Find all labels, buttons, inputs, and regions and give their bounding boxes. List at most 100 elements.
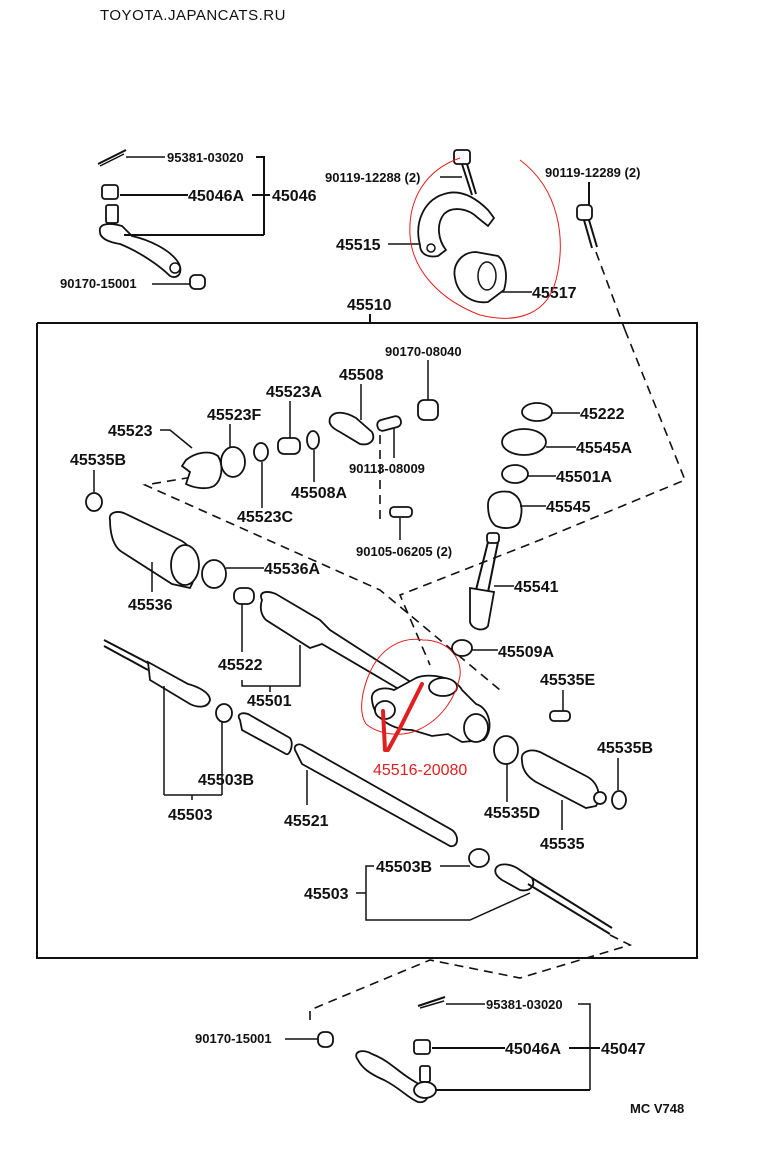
part-label-45508[interactable]: 45508 bbox=[339, 367, 384, 384]
bracket-line bbox=[241, 645, 301, 687]
diagram-code: MC V748 bbox=[630, 1101, 684, 1116]
bracket-line bbox=[578, 1003, 591, 1090]
clip-icon bbox=[611, 790, 627, 810]
bolt-icon bbox=[389, 506, 413, 518]
part-label-90170-15001-bottom[interactable]: 90170-15001 bbox=[195, 1031, 272, 1046]
part-label-45545A[interactable]: 45545A bbox=[576, 440, 632, 457]
pinion-group: 45222 45545A 45501A 45545 45541 bbox=[469, 402, 632, 631]
part-label-45535[interactable]: 45535 bbox=[540, 836, 585, 853]
rack-spacer-icon bbox=[237, 712, 293, 756]
part-label-45501A[interactable]: 45501A bbox=[556, 469, 612, 486]
ring-icon bbox=[306, 430, 320, 450]
part-label-90170-08040[interactable]: 90170-08040 bbox=[385, 344, 462, 359]
part-label-45046[interactable]: 45046 bbox=[272, 188, 317, 205]
part-label-45503B-left[interactable]: 45503B bbox=[198, 772, 254, 789]
part-label-95381-03020[interactable]: 95381-03020 bbox=[167, 150, 244, 165]
part-label-45515[interactable]: 45515 bbox=[336, 237, 381, 254]
castle-nut-icon bbox=[101, 184, 119, 200]
lock-washer-icon bbox=[468, 848, 490, 868]
vent-plug-icon bbox=[549, 710, 571, 722]
rack-end-right-group: 45503B 45503 bbox=[304, 848, 613, 935]
part-label-45545[interactable]: 45545 bbox=[546, 499, 591, 516]
spring-icon bbox=[277, 437, 301, 455]
tie-rod-end-left-group: 95381-03020 45046A 45046 90170-15001 bbox=[60, 149, 317, 291]
rack-guide-seal-icon bbox=[451, 639, 473, 657]
red-highlight-marker bbox=[381, 682, 424, 752]
part-label-45047[interactable]: 45047 bbox=[601, 1041, 646, 1058]
housing-port-icon bbox=[428, 677, 458, 697]
part-label-45503-right[interactable]: 45503 bbox=[304, 886, 349, 903]
lock-nut-ring-icon bbox=[501, 428, 547, 456]
o-ring-icon bbox=[220, 446, 246, 478]
lock-washer-icon bbox=[215, 703, 233, 723]
part-label-45523A[interactable]: 45523A bbox=[266, 384, 322, 401]
boot-clamp-icon bbox=[201, 559, 227, 589]
boot-icon bbox=[520, 749, 600, 809]
part-label-90119-12288[interactable]: 90119-12288 (2) bbox=[325, 170, 420, 185]
rack-bushing-icon bbox=[453, 251, 507, 304]
nut-icon bbox=[317, 1031, 334, 1048]
part-label-45535B-left[interactable]: 45535B bbox=[70, 452, 126, 469]
tie-rod-end-icon bbox=[355, 1050, 437, 1104]
assembly-label-45510[interactable]: 45510 bbox=[347, 297, 392, 314]
part-label-45503B-right[interactable]: 45503B bbox=[376, 859, 432, 876]
housing-end-icon bbox=[463, 713, 489, 743]
part-label-45508A[interactable]: 45508A bbox=[291, 485, 347, 502]
leader-line bbox=[160, 429, 193, 449]
part-label-95381-03020-bottom[interactable]: 95381-03020 bbox=[486, 997, 563, 1012]
part-label-45535D[interactable]: 45535D bbox=[484, 805, 540, 822]
bolt-icon bbox=[576, 204, 598, 249]
part-label-45523F[interactable]: 45523F bbox=[207, 407, 261, 424]
rack-bushing-icon bbox=[233, 587, 255, 605]
part-label-45503-left[interactable]: 45503 bbox=[168, 807, 213, 824]
part-label-45523C[interactable]: 45523C bbox=[237, 509, 293, 526]
part-label-90105-06205[interactable]: 90105-06205 (2) bbox=[356, 544, 452, 559]
cap-icon bbox=[521, 402, 553, 422]
clip-icon bbox=[85, 492, 103, 512]
part-label-45046A-bottom[interactable]: 45046A bbox=[505, 1041, 561, 1058]
part-label-45541[interactable]: 45541 bbox=[514, 579, 559, 596]
part-label-45535E[interactable]: 45535E bbox=[540, 672, 595, 689]
cotter-pin-icon bbox=[97, 149, 127, 167]
tie-rod-end-right-group: 95381-03020 90170-15001 45046A 45047 bbox=[195, 996, 646, 1104]
nut-icon bbox=[189, 274, 206, 290]
part-label-45517[interactable]: 45517 bbox=[532, 285, 577, 302]
boot-end-icon bbox=[593, 791, 607, 805]
red-highlight-circle bbox=[409, 157, 561, 319]
dashed-guide bbox=[595, 251, 626, 331]
bolt-icon bbox=[453, 149, 477, 196]
cotter-pin-icon bbox=[417, 996, 446, 1009]
pinion-shaft-icon bbox=[469, 532, 500, 631]
bracket-line bbox=[256, 156, 265, 235]
part-label-45536A[interactable]: 45536A bbox=[264, 561, 320, 578]
bearing-icon bbox=[487, 490, 523, 529]
gear-housing-group: 45516-20080 45509A bbox=[361, 638, 554, 779]
seal-icon bbox=[253, 442, 269, 462]
valve-group: 45523 45523F 45523C 45523A 45508A 45508 … bbox=[70, 344, 462, 559]
castle-nut-icon bbox=[413, 1039, 431, 1055]
boot-clamp-icon bbox=[493, 735, 519, 765]
red-highlight-circle bbox=[361, 638, 461, 735]
lock-nut-icon bbox=[417, 399, 439, 421]
part-label-45522[interactable]: 45522 bbox=[218, 657, 263, 674]
part-label-45501[interactable]: 45501 bbox=[247, 693, 292, 710]
rack-end-left-group: 45503B 45503 45521 bbox=[103, 639, 458, 848]
part-label-90113-08009[interactable]: 90113-08009 bbox=[349, 461, 425, 476]
part-label-90119-12289[interactable]: 90119-12289 (2) bbox=[545, 165, 640, 180]
rack-right-group: 45535E 45535D 45535 45535B bbox=[484, 672, 653, 853]
highlight-part-label[interactable]: 45516-20080 bbox=[373, 762, 467, 779]
part-label-45535B-right[interactable]: 45535B bbox=[597, 740, 653, 757]
rack-end-icon bbox=[103, 639, 211, 708]
part-label-45523[interactable]: 45523 bbox=[108, 423, 153, 440]
part-label-45521[interactable]: 45521 bbox=[284, 813, 329, 830]
part-label-90170-15001[interactable]: 90170-15001 bbox=[60, 276, 137, 291]
part-label-45222[interactable]: 45222 bbox=[580, 406, 625, 423]
part-label-45536[interactable]: 45536 bbox=[128, 597, 173, 614]
part-label-45509A[interactable]: 45509A bbox=[498, 644, 554, 661]
tie-rod-end-icon bbox=[98, 204, 182, 278]
oil-seal-icon bbox=[501, 464, 529, 484]
cover-plate-icon bbox=[328, 411, 375, 446]
part-label-45046A[interactable]: 45046A bbox=[188, 188, 244, 205]
rack-left-group: 45536 45536A 45522 45501 bbox=[108, 511, 422, 710]
